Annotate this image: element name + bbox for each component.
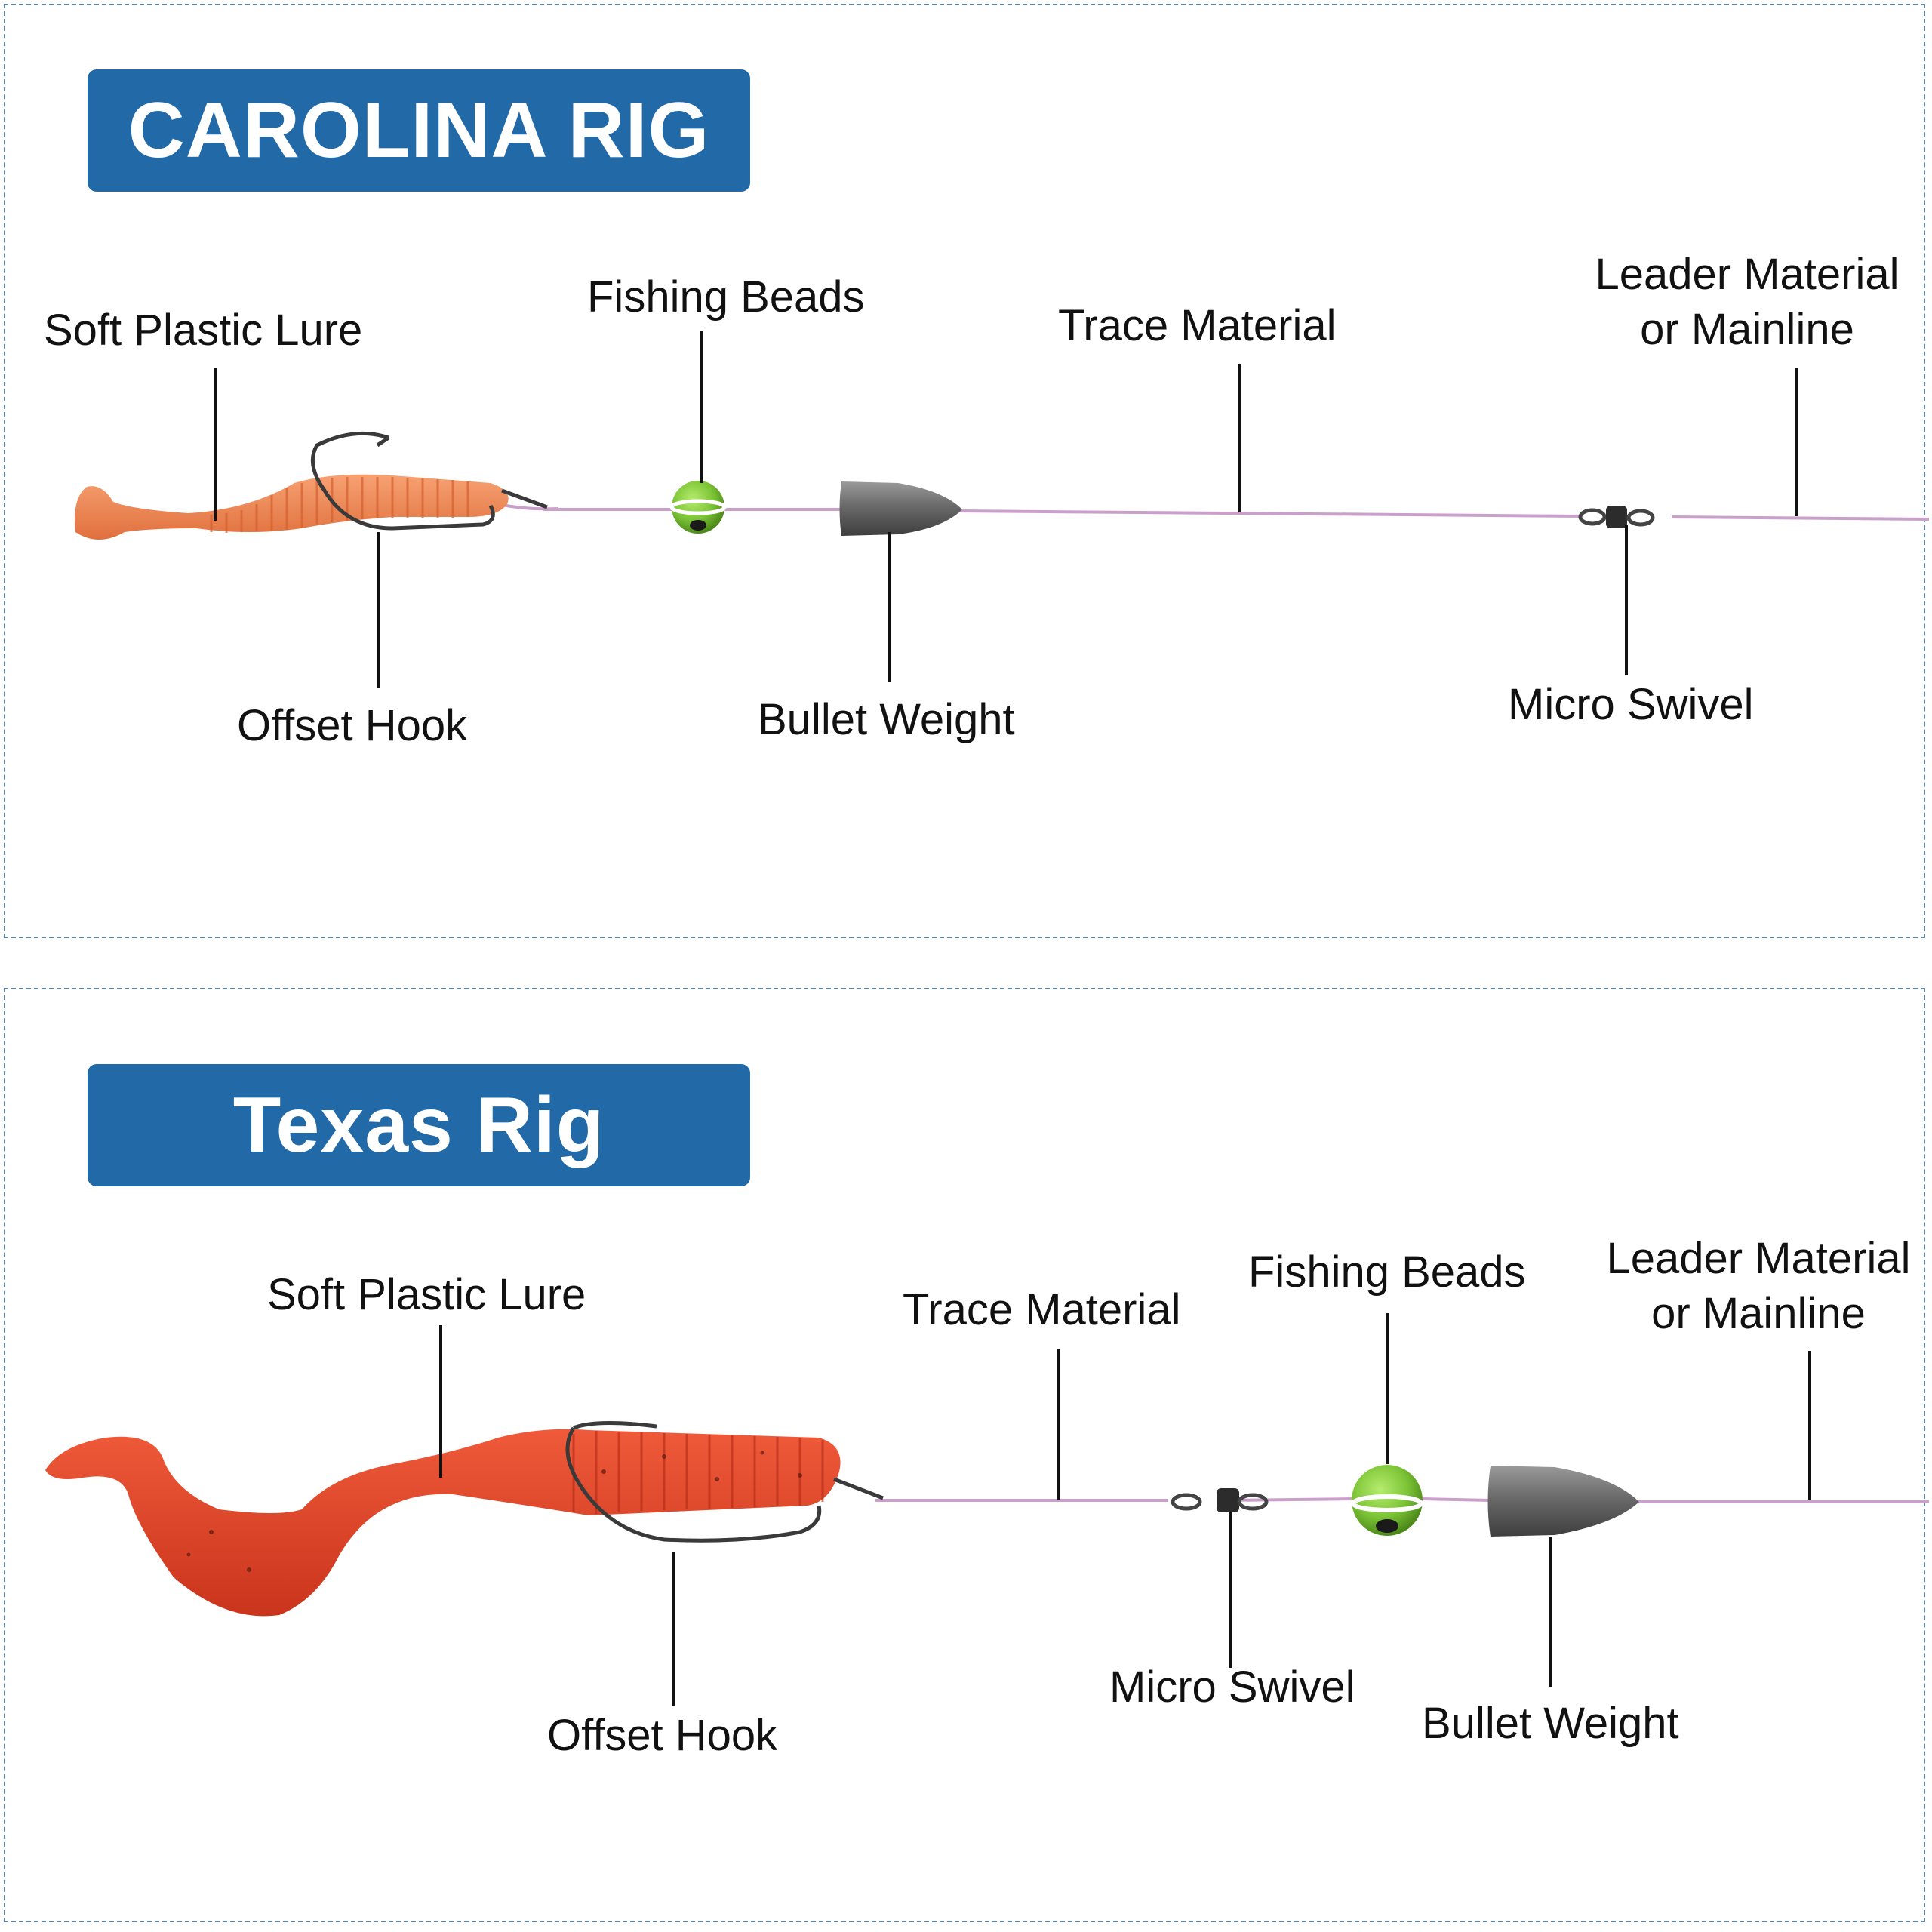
carolina-rig-title: CAROLINA RIG [88,69,750,192]
texas-label-leader-material: Leader Material or Mainline [1589,1232,1928,1341]
texas-line [875,1497,1929,1503]
texas-label-micro-swivel: Micro Swivel [1109,1663,1355,1712]
carolina-label-soft-plastic-lure: Soft Plastic Lure [44,306,363,355]
texas-leader-line2: or Mainline [1651,1288,1866,1338]
texas-bullet-weight [1487,1466,1639,1537]
carolina-label-trace-material: Trace Material [1058,301,1337,350]
carolina-leader-line2: or Mainline [1640,304,1854,354]
carolina-bullet-weight [839,481,962,536]
carolina-offset-hook [310,431,548,531]
texas-micro-swivel [1171,1488,1269,1512]
texas-label-fishing-beads: Fishing Beads [1248,1247,1526,1297]
texas-label-bullet-weight: Bullet Weight [1422,1699,1679,1748]
texas-label-offset-hook: Offset Hook [547,1711,778,1760]
texas-soft-plastic-lure [45,1429,841,1617]
carolina-fishing-bead [669,481,727,534]
texas-leader-line1: Leader Material [1606,1234,1911,1283]
carolina-micro-swivel [1578,506,1655,528]
texas-rig-title: Texas Rig [88,1064,750,1186]
texas-offset-hook [565,1420,884,1543]
carolina-leader-line1: Leader Material [1595,250,1900,299]
carolina-label-fishing-beads: Fishing Beads [587,272,865,321]
texas-leader-lines [439,1313,1811,1706]
carolina-label-offset-hook: Offset Hook [237,701,468,750]
carolina-label-leader-material: Leader Material or Mainline [1577,248,1917,357]
carolina-label-bullet-weight: Bullet Weight [758,695,1015,744]
texas-fishing-bead [1351,1465,1423,1536]
carolina-label-micro-swivel: Micro Swivel [1508,680,1754,729]
texas-label-soft-plastic-lure: Soft Plastic Lure [267,1270,586,1319]
carolina-leader-lines [214,331,1798,688]
carolina-soft-plastic-lure [75,474,509,540]
texas-label-trace-material: Trace Material [903,1285,1181,1334]
